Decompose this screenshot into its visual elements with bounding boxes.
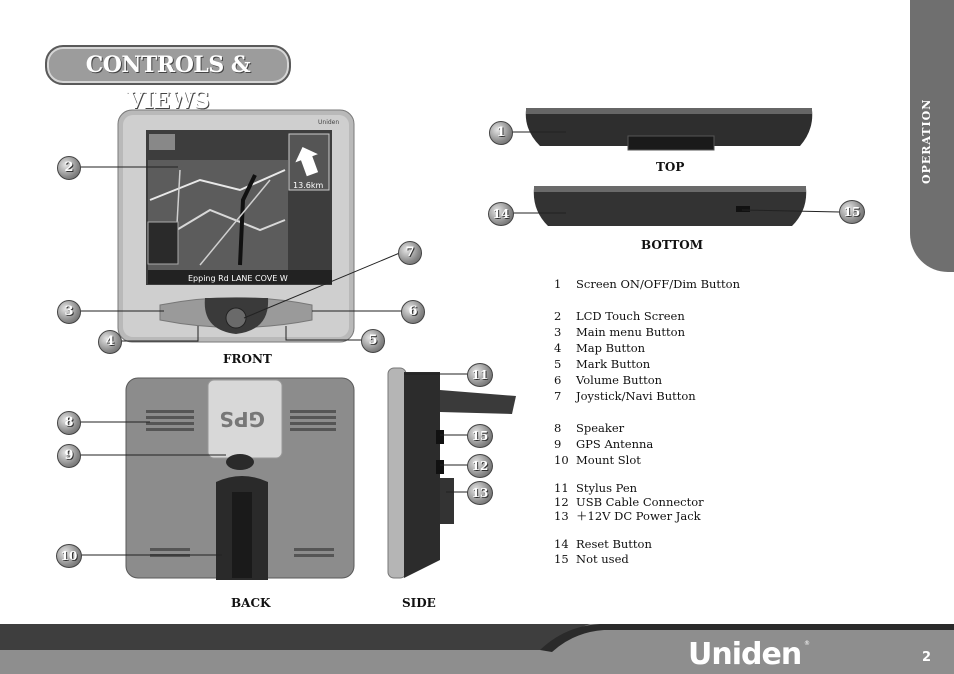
side-tab [910,0,954,272]
caption-bottom: BOTTOM [641,238,703,252]
top-view [525,108,813,151]
map-distance: 13.6km [293,181,323,190]
callout-2: 2 [57,156,81,180]
legend-row: 13＋12V DC Power Jack [554,509,701,523]
callout-9: 9 [57,444,81,468]
callout-6: 6 [401,300,425,324]
callout-7: 7 [398,241,422,265]
callout-13: 13 [467,481,493,505]
caption-front: FRONT [223,352,272,366]
callout-14: 14 [488,202,514,226]
page-number: 2 [922,650,932,665]
footer-brand-logo: Uniden [688,637,801,672]
callout-11: 11 [467,363,493,387]
callout-1: 1 [489,121,513,145]
callout-4: 4 [98,330,122,354]
bottom-view [533,186,807,226]
gps-label: GPS [220,407,265,431]
callout-8: 8 [57,411,81,435]
callout-10: 10 [56,544,82,568]
svg-text:®: ® [804,640,810,647]
callout-12: 12 [467,454,493,478]
caption-side: SIDE [402,596,436,610]
front-view: 13.6km Epping Rd LANE COVE W Uniden [117,109,355,343]
joystick [225,307,247,329]
caption-top: TOP [656,160,685,174]
callout-5: 5 [361,329,385,353]
side-view [387,367,516,579]
map-street: Epping Rd LANE COVE W [188,274,288,283]
callout-15-bottom: 15 [839,200,865,224]
back-view: GPS [125,377,355,580]
device-brand-small: Uniden [318,119,339,126]
caption-back: BACK [231,596,271,610]
callout-3: 3 [57,300,81,324]
callout-15-side: 15 [467,424,493,448]
